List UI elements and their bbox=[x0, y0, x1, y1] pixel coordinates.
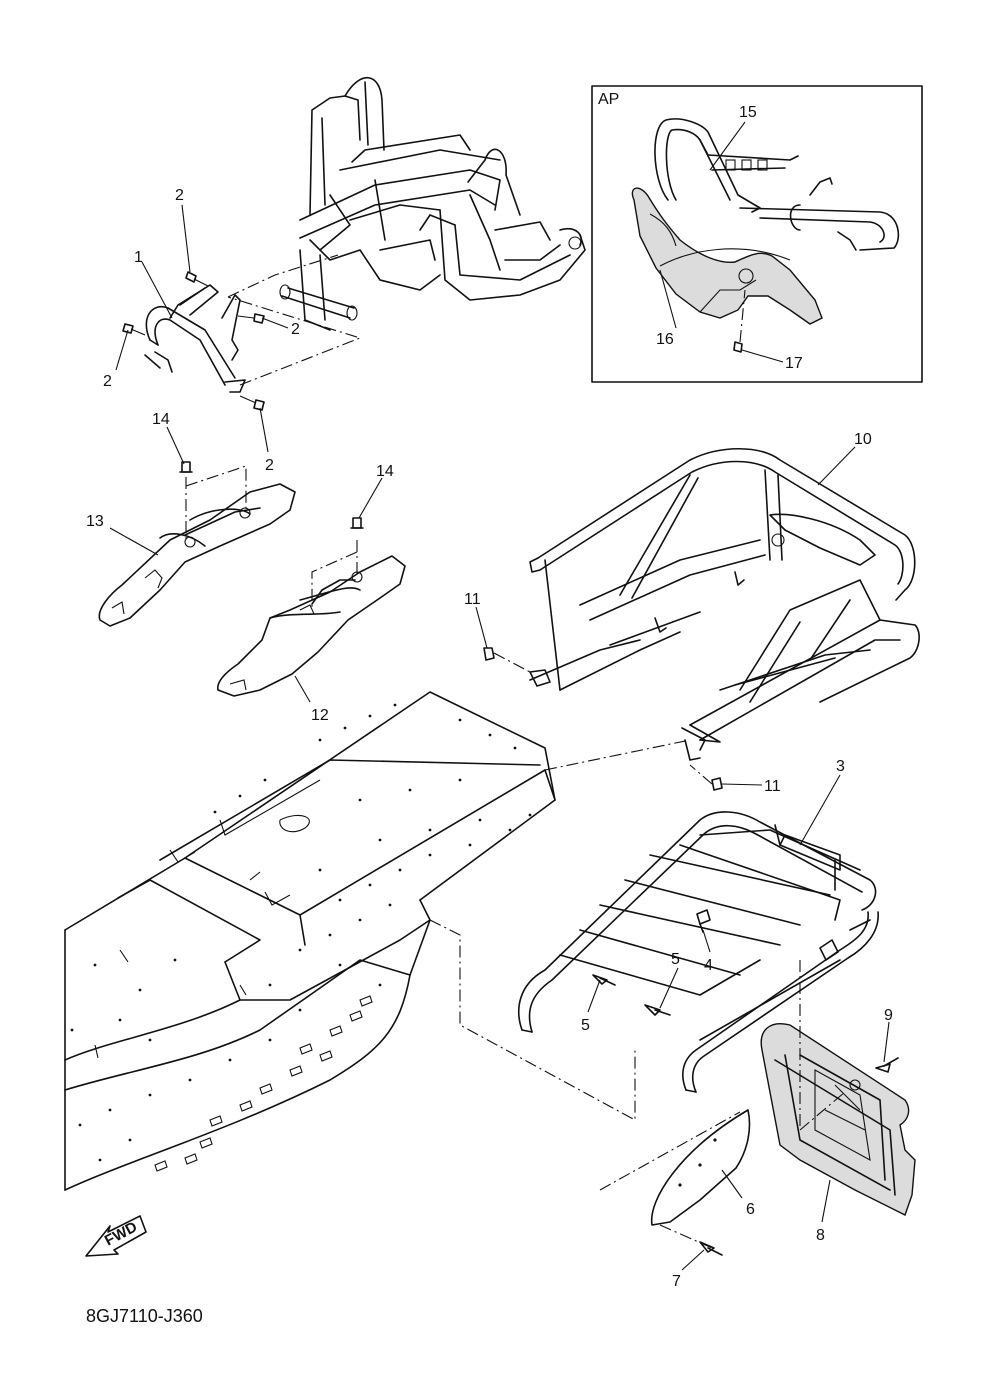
callout-5: 5 bbox=[581, 1017, 590, 1034]
alignment-line bbox=[227, 254, 339, 298]
callout-10: 10 bbox=[854, 431, 872, 448]
callout-leaders bbox=[109, 121, 890, 1271]
alignment-line bbox=[185, 465, 247, 512]
part-8-rear-panel bbox=[760, 1023, 916, 1216]
callout-1: 1 bbox=[134, 249, 143, 266]
callout-14: 14 bbox=[376, 463, 394, 480]
part-2-bolt bbox=[185, 271, 209, 287]
alignment-line bbox=[599, 1111, 741, 1191]
part-15-guard bbox=[654, 118, 900, 251]
callout-14: 14 bbox=[152, 411, 170, 428]
callout-13: 13 bbox=[86, 513, 104, 530]
alignment-line bbox=[227, 296, 362, 386]
alignment-line bbox=[311, 551, 358, 608]
callout-15: 15 bbox=[739, 104, 757, 121]
part-9-rivet bbox=[875, 1057, 899, 1073]
callout-5: 5 bbox=[671, 951, 680, 968]
part-10-cage-frame bbox=[529, 447, 920, 761]
callout-16: 16 bbox=[656, 331, 674, 348]
callout-12: 12 bbox=[311, 707, 329, 724]
callout-6: 6 bbox=[746, 1201, 755, 1218]
part-14-bolt bbox=[350, 517, 364, 529]
part-5-rivet bbox=[592, 974, 616, 986]
callout-2: 2 bbox=[175, 187, 184, 204]
part-13-side-cover bbox=[98, 483, 296, 627]
forward-arrow: FWD bbox=[85, 1215, 147, 1257]
part-16-skid-plate bbox=[631, 187, 823, 325]
part-12-side-cover bbox=[216, 555, 406, 697]
callout-2: 2 bbox=[103, 373, 112, 390]
bed-rivets bbox=[70, 703, 532, 1162]
drawing-code: 8GJ7110-J360 bbox=[86, 1306, 203, 1326]
alignment-line bbox=[544, 739, 691, 771]
callout-7: 7 bbox=[672, 1273, 681, 1290]
part-7-rivet bbox=[699, 1241, 723, 1256]
part-2-bolt bbox=[122, 323, 146, 336]
callout-11: 11 bbox=[764, 778, 781, 795]
part-3-rack bbox=[518, 811, 879, 1093]
callout-4: 4 bbox=[704, 957, 713, 974]
part-1-grab-bar bbox=[144, 284, 246, 393]
callout-3: 3 bbox=[836, 758, 845, 775]
part-2-bolt bbox=[237, 313, 265, 324]
alignment-line bbox=[799, 1091, 846, 1131]
cargo-bed-drawing bbox=[64, 691, 556, 1191]
callout-11: 11 bbox=[464, 591, 481, 608]
part-2-bolt bbox=[239, 395, 265, 411]
callout-2: 2 bbox=[265, 457, 274, 474]
part-14-bolt bbox=[179, 461, 193, 473]
callout-8: 8 bbox=[816, 1227, 825, 1244]
part-5-rivet bbox=[644, 1004, 671, 1016]
inset-frame bbox=[591, 85, 923, 383]
inset-label: AP bbox=[598, 91, 619, 108]
bed-slots bbox=[154, 995, 373, 1172]
callout-2: 2 bbox=[291, 321, 300, 338]
part-17-bolt bbox=[733, 289, 746, 353]
callout-17: 17 bbox=[785, 355, 803, 372]
part-11-bolt bbox=[689, 764, 723, 791]
upper-frame-drawing bbox=[279, 76, 586, 331]
part-6-side-panel bbox=[650, 1109, 751, 1226]
part-11-bolt bbox=[483, 647, 531, 673]
callout-labels: 1 2 2 2 2 3 4 5 5 6 7 8 9 10 11 11 12 13… bbox=[86, 104, 893, 1290]
part-4-bolt bbox=[696, 909, 711, 933]
alignment-line bbox=[429, 919, 636, 1121]
callout-9: 9 bbox=[884, 1007, 893, 1024]
